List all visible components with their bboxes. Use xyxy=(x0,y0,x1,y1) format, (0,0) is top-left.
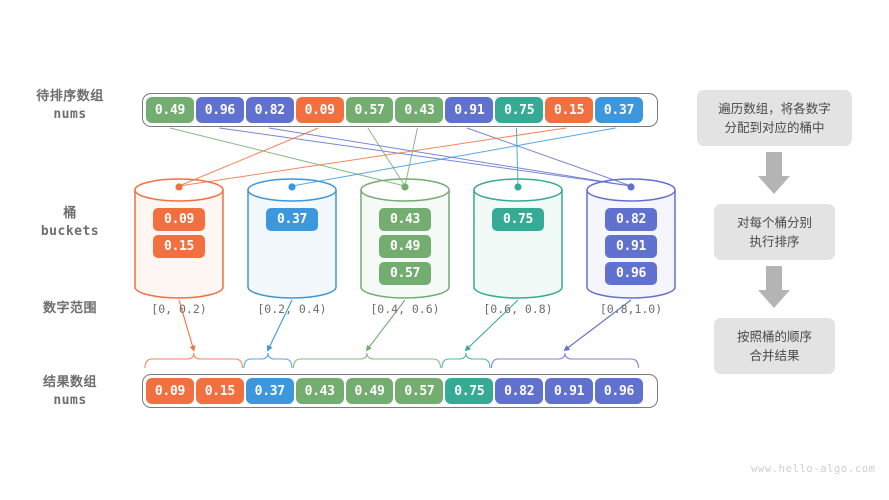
input-array-cell: 0.49 xyxy=(146,97,194,123)
flow-arrow-down-icon xyxy=(758,152,790,194)
step-2-line-1: 对每个桶分别 xyxy=(736,214,812,230)
label-result-array-cn: 结果数组 xyxy=(42,375,97,390)
input-array-cell: 0.37 xyxy=(595,97,643,123)
input-array-cell: 0.57 xyxy=(345,97,394,123)
result-array-cell: 0.37 xyxy=(245,378,294,404)
bucket-item: 0.96 xyxy=(605,262,657,285)
step-box-2: 对每个桶分别 执行排序 xyxy=(714,204,835,260)
bucket: 0.43 0.49 0.57 xyxy=(361,190,449,298)
input-array-cell: 0.91 xyxy=(445,97,494,123)
input-array-cell: 0.09 xyxy=(295,97,344,123)
result-array-cell: 0.96 xyxy=(595,378,643,404)
label-ranges-cn: 数字范围 xyxy=(42,301,97,316)
step-box-3: 按照桶的顺序 合并结果 xyxy=(714,318,835,374)
watermark: www.hello-algo.com xyxy=(751,463,876,475)
input-array-cell: 0.75 xyxy=(495,97,544,123)
step-1-line-2: 分配到对应的桶中 xyxy=(724,120,825,135)
bucket-items: 0.75 xyxy=(474,208,562,231)
bucket-item: 0.43 xyxy=(379,208,431,231)
label-input-array-en: nums xyxy=(53,106,87,122)
result-array-cell: 0.91 xyxy=(545,378,594,404)
input-array-cell: 0.82 xyxy=(245,97,294,123)
label-input-array-cn: 待排序数组 xyxy=(36,89,104,104)
step-3-line-2: 合并结果 xyxy=(749,348,800,363)
result-array-cell: 0.43 xyxy=(295,378,344,404)
bucket-item: 0.75 xyxy=(492,208,544,231)
bucket: 0.75 xyxy=(474,190,562,298)
label-buckets: 桶 buckets xyxy=(10,205,130,240)
label-result-array: 结果数组 nums xyxy=(10,374,130,409)
bucket-items: 0.82 0.91 0.96 xyxy=(587,208,675,285)
bucket-item: 0.91 xyxy=(605,235,657,258)
label-buckets-cn: 桶 xyxy=(63,206,77,221)
bucket: 0.09 0.15 xyxy=(135,190,223,298)
bucket-range-label: [0.8,1.0) xyxy=(599,302,663,316)
bucket: 0.37 xyxy=(248,190,336,298)
bucket-items: 0.37 xyxy=(248,208,336,231)
bucket-item: 0.15 xyxy=(153,235,205,258)
result-array-cell: 0.75 xyxy=(445,378,494,404)
result-array-cell: 0.15 xyxy=(195,378,244,404)
label-result-array-en: nums xyxy=(53,392,87,408)
flow-arrow-down-icon xyxy=(758,266,790,308)
result-array-cell: 0.82 xyxy=(495,378,544,404)
bucket-item: 0.09 xyxy=(153,208,205,231)
bucket: 0.82 0.91 0.96 xyxy=(587,190,675,298)
bucket-items: 0.09 0.15 xyxy=(135,208,223,258)
label-ranges: 数字范围 xyxy=(10,300,130,318)
step-3-line-1: 按照桶的顺序 xyxy=(736,328,812,344)
bucket-range-label: [0.2, 0.4) xyxy=(257,302,327,316)
result-array-cell: 0.57 xyxy=(395,378,444,404)
bucket-item: 0.57 xyxy=(379,262,431,285)
step-box-1: 遍历数组，将各数字 分配到对应的桶中 xyxy=(697,90,852,146)
result-array-cell: 0.09 xyxy=(146,378,194,404)
bucket-range-label: [0, 0.2) xyxy=(151,302,207,316)
bucket-item: 0.82 xyxy=(605,208,657,231)
step-2-line-2: 执行排序 xyxy=(749,234,800,249)
bucket-item: 0.37 xyxy=(266,208,318,231)
input-array-cell: 0.43 xyxy=(395,97,444,123)
input-array-cell: 0.96 xyxy=(195,97,244,123)
step-1-line-1: 遍历数组，将各数字 xyxy=(718,100,831,116)
bucket-item: 0.49 xyxy=(379,235,431,258)
label-input-array: 待排序数组 nums xyxy=(10,88,130,123)
result-array-cell: 0.49 xyxy=(345,378,394,404)
label-buckets-en: buckets xyxy=(40,223,100,239)
input-array-cell: 0.15 xyxy=(545,97,594,123)
bucket-items: 0.43 0.49 0.57 xyxy=(361,208,449,285)
bucket-range-label: [0.4, 0.6) xyxy=(370,302,440,316)
bucket-range-label: [0.6, 0.8) xyxy=(483,302,553,316)
